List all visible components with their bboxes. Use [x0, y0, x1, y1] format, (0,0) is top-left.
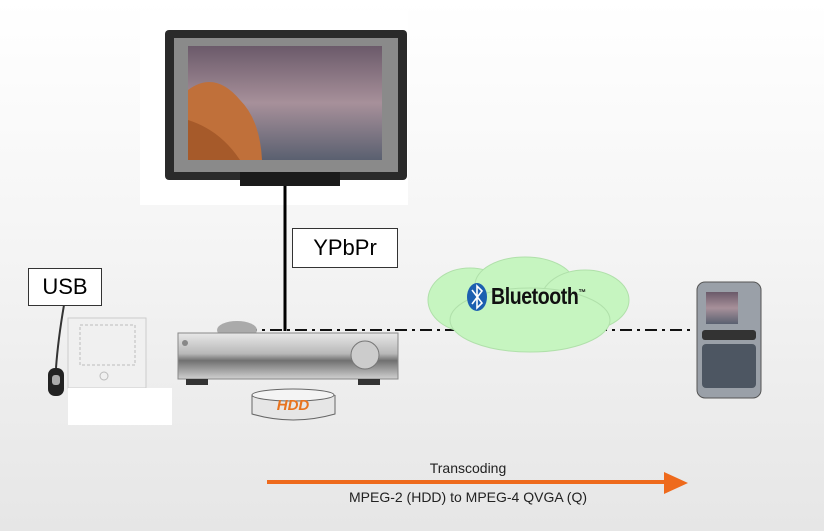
bluetooth-text: Bluetooth: [491, 283, 579, 309]
trademark: ™: [578, 287, 586, 298]
ypbpr-label: YPbPr: [292, 228, 398, 268]
conversion-label: MPEG-2 (HDD) to MPEG-4 QVGA (Q): [348, 489, 588, 505]
hdd-label: HDD: [276, 397, 310, 414]
usb-drive: [48, 304, 172, 425]
set-top-box: [177, 321, 399, 385]
bluetooth-cloud: [427, 256, 630, 353]
tv: [140, 10, 408, 205]
bluetooth-label: Bluetooth™: [491, 283, 586, 310]
transcoding-label: Transcoding: [429, 460, 507, 476]
transcoding-arrow: [267, 472, 688, 494]
hdd-cylinder: [251, 388, 336, 421]
usb-label: USB: [28, 268, 102, 306]
mobile-phone: [696, 281, 762, 399]
bluetooth-icon: [467, 283, 487, 311]
